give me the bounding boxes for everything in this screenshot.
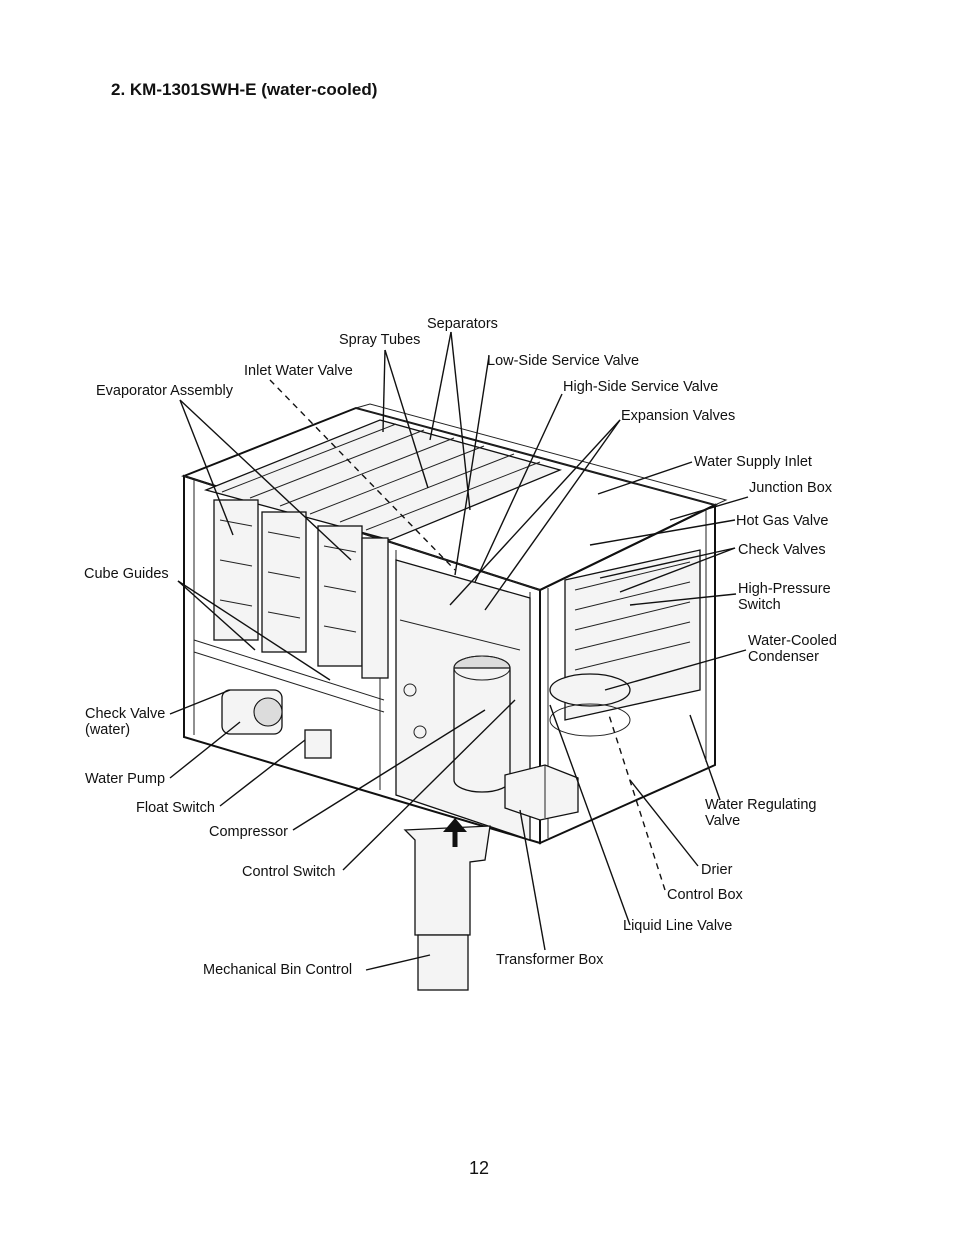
label-low-side-service-valve: Low-Side Service Valve — [487, 353, 640, 369]
label-check-valve-water-line1: Check Valve — [85, 706, 166, 722]
label-hot-gas-valve: Hot Gas Valve — [736, 513, 829, 529]
label-spray-tubes: Spray Tubes — [339, 332, 421, 348]
label-high-pressure-switch-line1: High-Pressure — [738, 581, 831, 597]
label-compressor: Compressor — [209, 824, 288, 840]
label-transformer-box: Transformer Box — [496, 952, 604, 968]
label-junction-box: Junction Box — [749, 480, 833, 496]
label-drier: Drier — [701, 862, 733, 878]
leader-lines — [169, 331, 749, 971]
label-cube-guides: Cube Guides — [84, 566, 169, 582]
label-expansion-valves: Expansion Valves — [621, 408, 736, 424]
compressor-drawing — [453, 655, 511, 793]
label-high-pressure-switch: High-Pressure Switch — [738, 581, 831, 613]
label-control-box: Control Box — [667, 887, 743, 903]
label-water-regulating-valve: Water Regulating Valve — [705, 797, 817, 829]
evaporator-assembly-drawing — [203, 419, 562, 679]
label-check-valve-water: Check Valve (water) — [85, 706, 165, 738]
bin-control-drawing — [403, 818, 491, 991]
label-control-switch: Control Switch — [242, 864, 336, 880]
label-water-pump: Water Pump — [85, 771, 166, 787]
label-water-cooled-condenser-line2: Condenser — [748, 649, 819, 665]
page-title: 2. KM-1301SWH-E (water-cooled) — [111, 80, 378, 99]
label-mechanical-bin-control: Mechanical Bin Control — [203, 962, 353, 978]
label-water-regulating-valve-line2: Valve — [705, 813, 741, 829]
label-high-pressure-switch-line2: Switch — [738, 597, 781, 613]
label-water-supply-inlet: Water Supply Inlet — [694, 454, 812, 470]
label-check-valve-water-line2: (water) — [85, 722, 131, 738]
water-pump-drawing — [221, 689, 332, 759]
label-inlet-water-valve: Inlet Water Valve — [244, 363, 353, 379]
label-water-cooled-condenser: Water-Cooled Condenser — [748, 633, 837, 665]
label-separators: Separators — [427, 316, 498, 332]
label-float-switch: Float Switch — [136, 800, 215, 816]
label-liquid-line-valve: Liquid Line Valve — [623, 918, 733, 934]
control-box-drawing — [504, 764, 579, 821]
page-number: 12 — [469, 1158, 490, 1178]
label-high-side-service-valve: High-Side Service Valve — [563, 379, 719, 395]
condenser-drawing — [549, 549, 701, 737]
label-water-cooled-condenser-line1: Water-Cooled — [748, 633, 837, 649]
label-check-valves: Check Valves — [738, 542, 826, 558]
label-water-regulating-valve-line1: Water Regulating — [705, 797, 817, 813]
label-evaporator-assembly: Evaporator Assembly — [96, 383, 234, 399]
